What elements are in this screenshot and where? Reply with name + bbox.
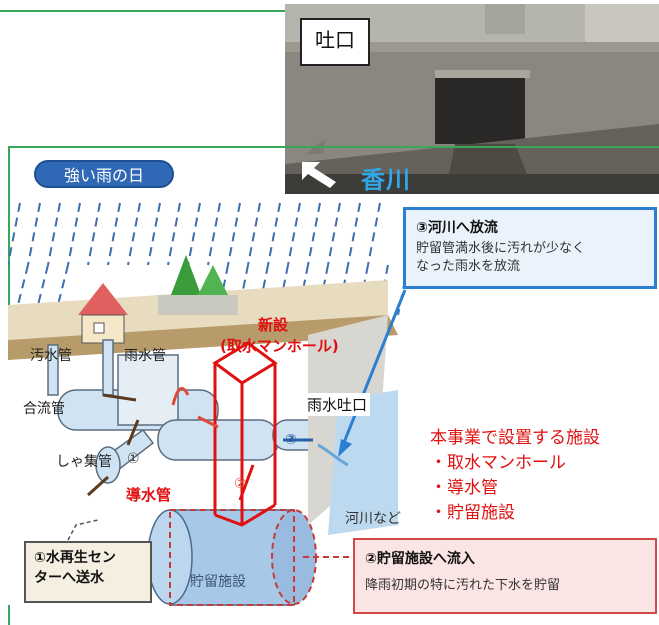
sewage-pipe-label: 汚水管: [30, 348, 72, 364]
marker-1: ①: [127, 451, 140, 467]
rain-icon: [8, 202, 409, 316]
river-name: 香川: [361, 166, 411, 194]
arrow-icon: [302, 162, 336, 188]
outfall-photo: [285, 4, 659, 194]
callout-center-line2: ターへ送水: [34, 570, 104, 586]
flow-arrows: [86, 387, 349, 501]
callout-storage-title: ②貯留施設へ流入: [365, 551, 475, 567]
callout-storage-body: 降雨初期の特に汚れた下水を貯留: [365, 578, 561, 593]
combined-pipe-label: 合流管: [23, 401, 65, 417]
callout-storage: ②貯留施設へ流入 降雨初期の特に汚れた下水を貯留: [353, 538, 657, 614]
callout-river-title: ③河川へ放流: [416, 220, 498, 236]
facility-item: ・取水マンホール: [430, 453, 566, 473]
facility-item: ・貯留施設: [430, 503, 515, 523]
river-label: 河川など: [345, 511, 401, 527]
rain-pipe-label: 雨水管: [124, 348, 166, 364]
storage-pipe: [147, 509, 317, 606]
house-icon: [78, 283, 128, 344]
intake-pipe-label: 導水管: [126, 486, 172, 504]
marker-3: ③: [285, 432, 297, 448]
callout-river-line1: 貯留管満水後に汚れが少なく: [416, 241, 586, 256]
intake-manhole: [212, 341, 278, 527]
facility-heading: 本事業で設置する施設: [430, 428, 600, 448]
rain-day-pill: 強い雨の日: [34, 160, 174, 188]
leader-line: [341, 289, 407, 446]
facility-list: 本事業で設置する施設 ・取水マンホール ・導水管 ・貯留施設: [430, 426, 600, 526]
rain-outfall-label: 雨水吐口: [304, 393, 371, 416]
outfall-badge: 吐口: [300, 18, 370, 66]
new-facility-line1: 新設: [258, 316, 289, 334]
callout-river-line2: なった雨水を放流: [416, 259, 521, 274]
storage-label: 貯留施設: [190, 574, 246, 590]
tree-icon: [158, 255, 238, 315]
collector-pipe-label: しゃ集管: [56, 454, 112, 470]
marker-2: ②: [234, 476, 247, 492]
callout-center-line1: ①水再生セン: [34, 550, 116, 566]
new-facility-line2: (取水マンホール): [220, 337, 339, 355]
callout-center: ①水再生セン ターへ送水: [24, 541, 152, 603]
facility-item: ・導水管: [430, 478, 498, 498]
callout-river-discharge: ③河川へ放流 貯留管満水後に汚れが少なく なった雨水を放流: [403, 207, 657, 289]
